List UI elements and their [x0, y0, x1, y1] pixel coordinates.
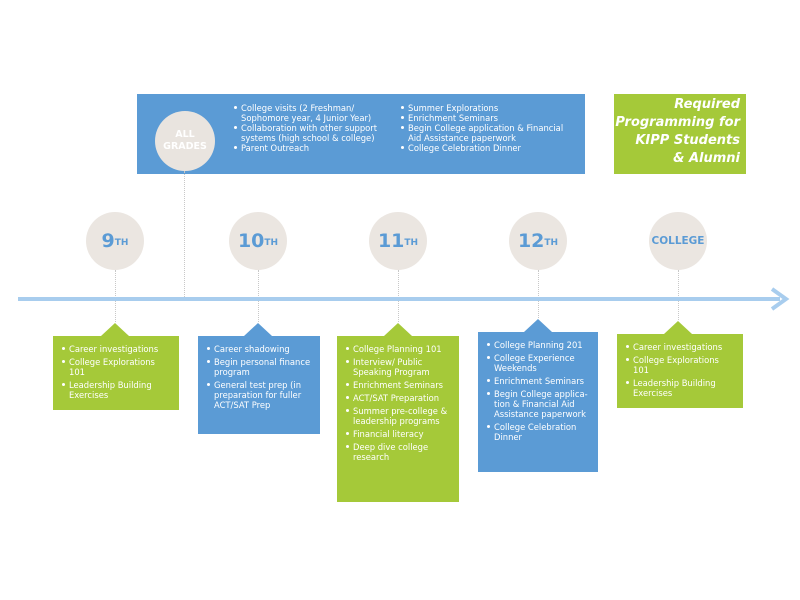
grade-9-box: Career investigations College Exploratio… [53, 336, 179, 410]
list-item: General test prep (in preparation for fu… [206, 380, 314, 410]
legend-box [614, 94, 746, 174]
all-grades-list-right: Summer Explorations Enrichment Seminars … [400, 103, 580, 153]
connector-12th [538, 270, 539, 318]
list-item: Summer pre-college & leadership programs [345, 406, 453, 426]
list-item: College Explorations 101 [625, 355, 737, 375]
grade-number: 10 [237, 230, 265, 252]
grade-suffix: TH [544, 238, 559, 248]
grade-10-box: Career shadowing Begin personal finance … [198, 336, 320, 434]
list-item: College Experience Weekends [486, 353, 592, 373]
college-label: COLLEGE [651, 235, 705, 247]
grade-suffix: TH [114, 238, 129, 248]
list-item: Begin College applica- tion & Financial … [486, 389, 592, 419]
list-item: Collaboration with other support systems… [233, 123, 393, 143]
grade-number: 11 [377, 230, 405, 252]
box-pointer [101, 323, 129, 336]
list-item: Enrichment Seminars [486, 376, 592, 386]
grade-12-list: College Planning 201 College Experience … [478, 340, 598, 442]
list-item: Summer Explorations [400, 103, 580, 113]
box-pointer [524, 319, 552, 332]
grade-suffix: TH [264, 238, 279, 248]
list-item: Leadership Building Exercises [61, 380, 173, 400]
college-box: Career investigations College Exploratio… [617, 334, 743, 408]
list-item: Financial literacy [345, 429, 453, 439]
grade-number: 12 [517, 230, 545, 252]
college-circle: COLLEGE [649, 212, 707, 270]
box-pointer [384, 323, 412, 336]
connector-9th [115, 270, 116, 322]
list-item: Deep dive college research [345, 442, 453, 462]
connector-college [678, 270, 679, 320]
list-item: Interview/ Public Speaking Program [345, 357, 453, 377]
list-item: Career shadowing [206, 344, 314, 354]
list-item: College visits (2 Freshman/ Sophomore ye… [233, 103, 393, 123]
list-item: Career investigations [625, 342, 737, 352]
list-item: Parent Outreach [233, 143, 393, 153]
all-grades-list-left: College visits (2 Freshman/ Sophomore ye… [233, 103, 393, 153]
legend-text: Required Programming for KIPP Students &… [615, 97, 740, 166]
list-item: Career investigations [61, 344, 173, 354]
list-item: Enrichment Seminars [400, 113, 580, 123]
list-item: College Planning 201 [486, 340, 592, 350]
box-pointer [244, 323, 272, 336]
connector-11th [398, 270, 399, 322]
timeline-arrow [18, 287, 790, 311]
list-item: Leadership Building Exercises [625, 378, 737, 398]
grade-number: 9 [101, 230, 115, 252]
list-item: College Celebration Dinner [486, 422, 592, 442]
connector-10th [258, 270, 259, 322]
grade-11-list: College Planning 101 Interview/ Public S… [337, 344, 459, 462]
all-grades-label: ALL GRADES [163, 129, 207, 152]
list-item: College Celebration Dinner [400, 143, 580, 153]
grade-10-list: Career shadowing Begin personal finance … [198, 344, 320, 410]
college-list: Career investigations College Exploratio… [617, 342, 743, 398]
list-item: ACT/SAT Preparation [345, 393, 453, 403]
grade-9-list: Career investigations College Exploratio… [53, 344, 179, 400]
all-grades-connector [184, 171, 185, 301]
grade-suffix: TH [404, 238, 419, 248]
grade-11-box: College Planning 101 Interview/ Public S… [337, 336, 459, 502]
list-item: College Planning 101 [345, 344, 453, 354]
list-item: Begin College application & Financial Ai… [400, 123, 580, 143]
all-grades-badge: ALL GRADES [155, 111, 215, 171]
grade-12-box: College Planning 201 College Experience … [478, 332, 598, 472]
list-item: Begin personal finance program [206, 357, 314, 377]
box-pointer [664, 321, 692, 334]
list-item: College Explorations 101 [61, 357, 173, 377]
list-item: Enrichment Seminars [345, 380, 453, 390]
